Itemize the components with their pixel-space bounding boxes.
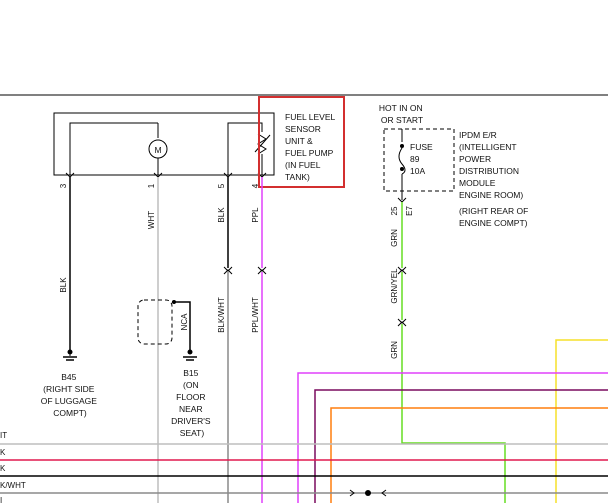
- inline-connector-icon: [397, 318, 407, 327]
- wire-label-grn-yel: GRN/YEL: [390, 268, 399, 304]
- wire-label-wht: WHT: [147, 211, 156, 229]
- edge-label: K/WHT: [0, 481, 26, 490]
- wire-orange: [330, 407, 608, 503]
- pin-number: 4: [251, 183, 260, 188]
- fuel-module-box: [53, 112, 275, 176]
- edge-label: K: [0, 464, 6, 473]
- wire-label-grn: GRN: [390, 229, 399, 247]
- edge-label: K: [0, 448, 6, 457]
- ground-b15-label: B15 (ON FLOOR NEAR DRIVER'S SEAT): [171, 368, 213, 438]
- nca-connector: [137, 299, 173, 345]
- fuse-icon: [400, 144, 404, 148]
- splice-dot-icon: [365, 490, 371, 496]
- motor-symbol: M: [154, 145, 161, 155]
- wire-label-blk: BLK: [59, 277, 68, 293]
- arrow-icon: [381, 489, 387, 497]
- pin-number: 1: [147, 183, 156, 188]
- sensor-wiper-arrow-icon: [254, 134, 271, 153]
- inline-connector-icon: [223, 266, 233, 275]
- edge-label: IT: [0, 431, 7, 440]
- pin-number: E7: [405, 206, 414, 216]
- pin-number: 5: [217, 183, 226, 188]
- hot-in-label: HOT IN ON OR START: [379, 103, 425, 125]
- inline-connector-icon: [257, 266, 267, 275]
- pin-number: 25: [390, 206, 399, 215]
- fuse-icon: [400, 167, 404, 171]
- splice-dot-icon: [172, 300, 176, 304]
- fuse-label: FUSE 89 10A: [410, 142, 435, 176]
- ipdm-label: IPDM E/R (INTELLIGENT POWER DISTRIBUTION…: [459, 130, 531, 228]
- wire-label-blk-2: BLK: [217, 207, 226, 223]
- ground-icon: [187, 349, 193, 355]
- wire-label-grn-2: GRN: [390, 341, 399, 359]
- wire-label-nca: NCA: [180, 313, 189, 331]
- wire-pink: [297, 372, 608, 503]
- inline-connector-icon: [397, 266, 407, 275]
- fuel-module-label: FUEL LEVEL SENSOR UNIT & FUEL PUMP (IN F…: [285, 112, 337, 182]
- module-internal-wire-left: [69, 122, 158, 175]
- nca-wire: [172, 301, 191, 350]
- wire-label-blk-wht: BLK/WHT: [217, 297, 226, 333]
- pin-number: 3: [59, 183, 68, 188]
- highlight-box: [258, 96, 345, 188]
- arrow-icon: [349, 489, 355, 497]
- sensor-internal-wire: [227, 122, 263, 175]
- ground-b45-label: B45 (RIGHT SIDE OF LUGGAGE COMPT): [41, 372, 100, 418]
- fuse-icon: [398, 147, 406, 175]
- wire-purple: [314, 389, 608, 503]
- wire-grn-2: [401, 324, 506, 503]
- ground-icon: [67, 349, 73, 355]
- wire-label-ppl: PPL: [251, 207, 260, 223]
- wire-yellow: [555, 339, 608, 503]
- wire-label-ppl-wht: PPL/WHT: [251, 297, 260, 333]
- edge-label: I: [0, 496, 2, 503]
- ipdm-box: [383, 128, 455, 192]
